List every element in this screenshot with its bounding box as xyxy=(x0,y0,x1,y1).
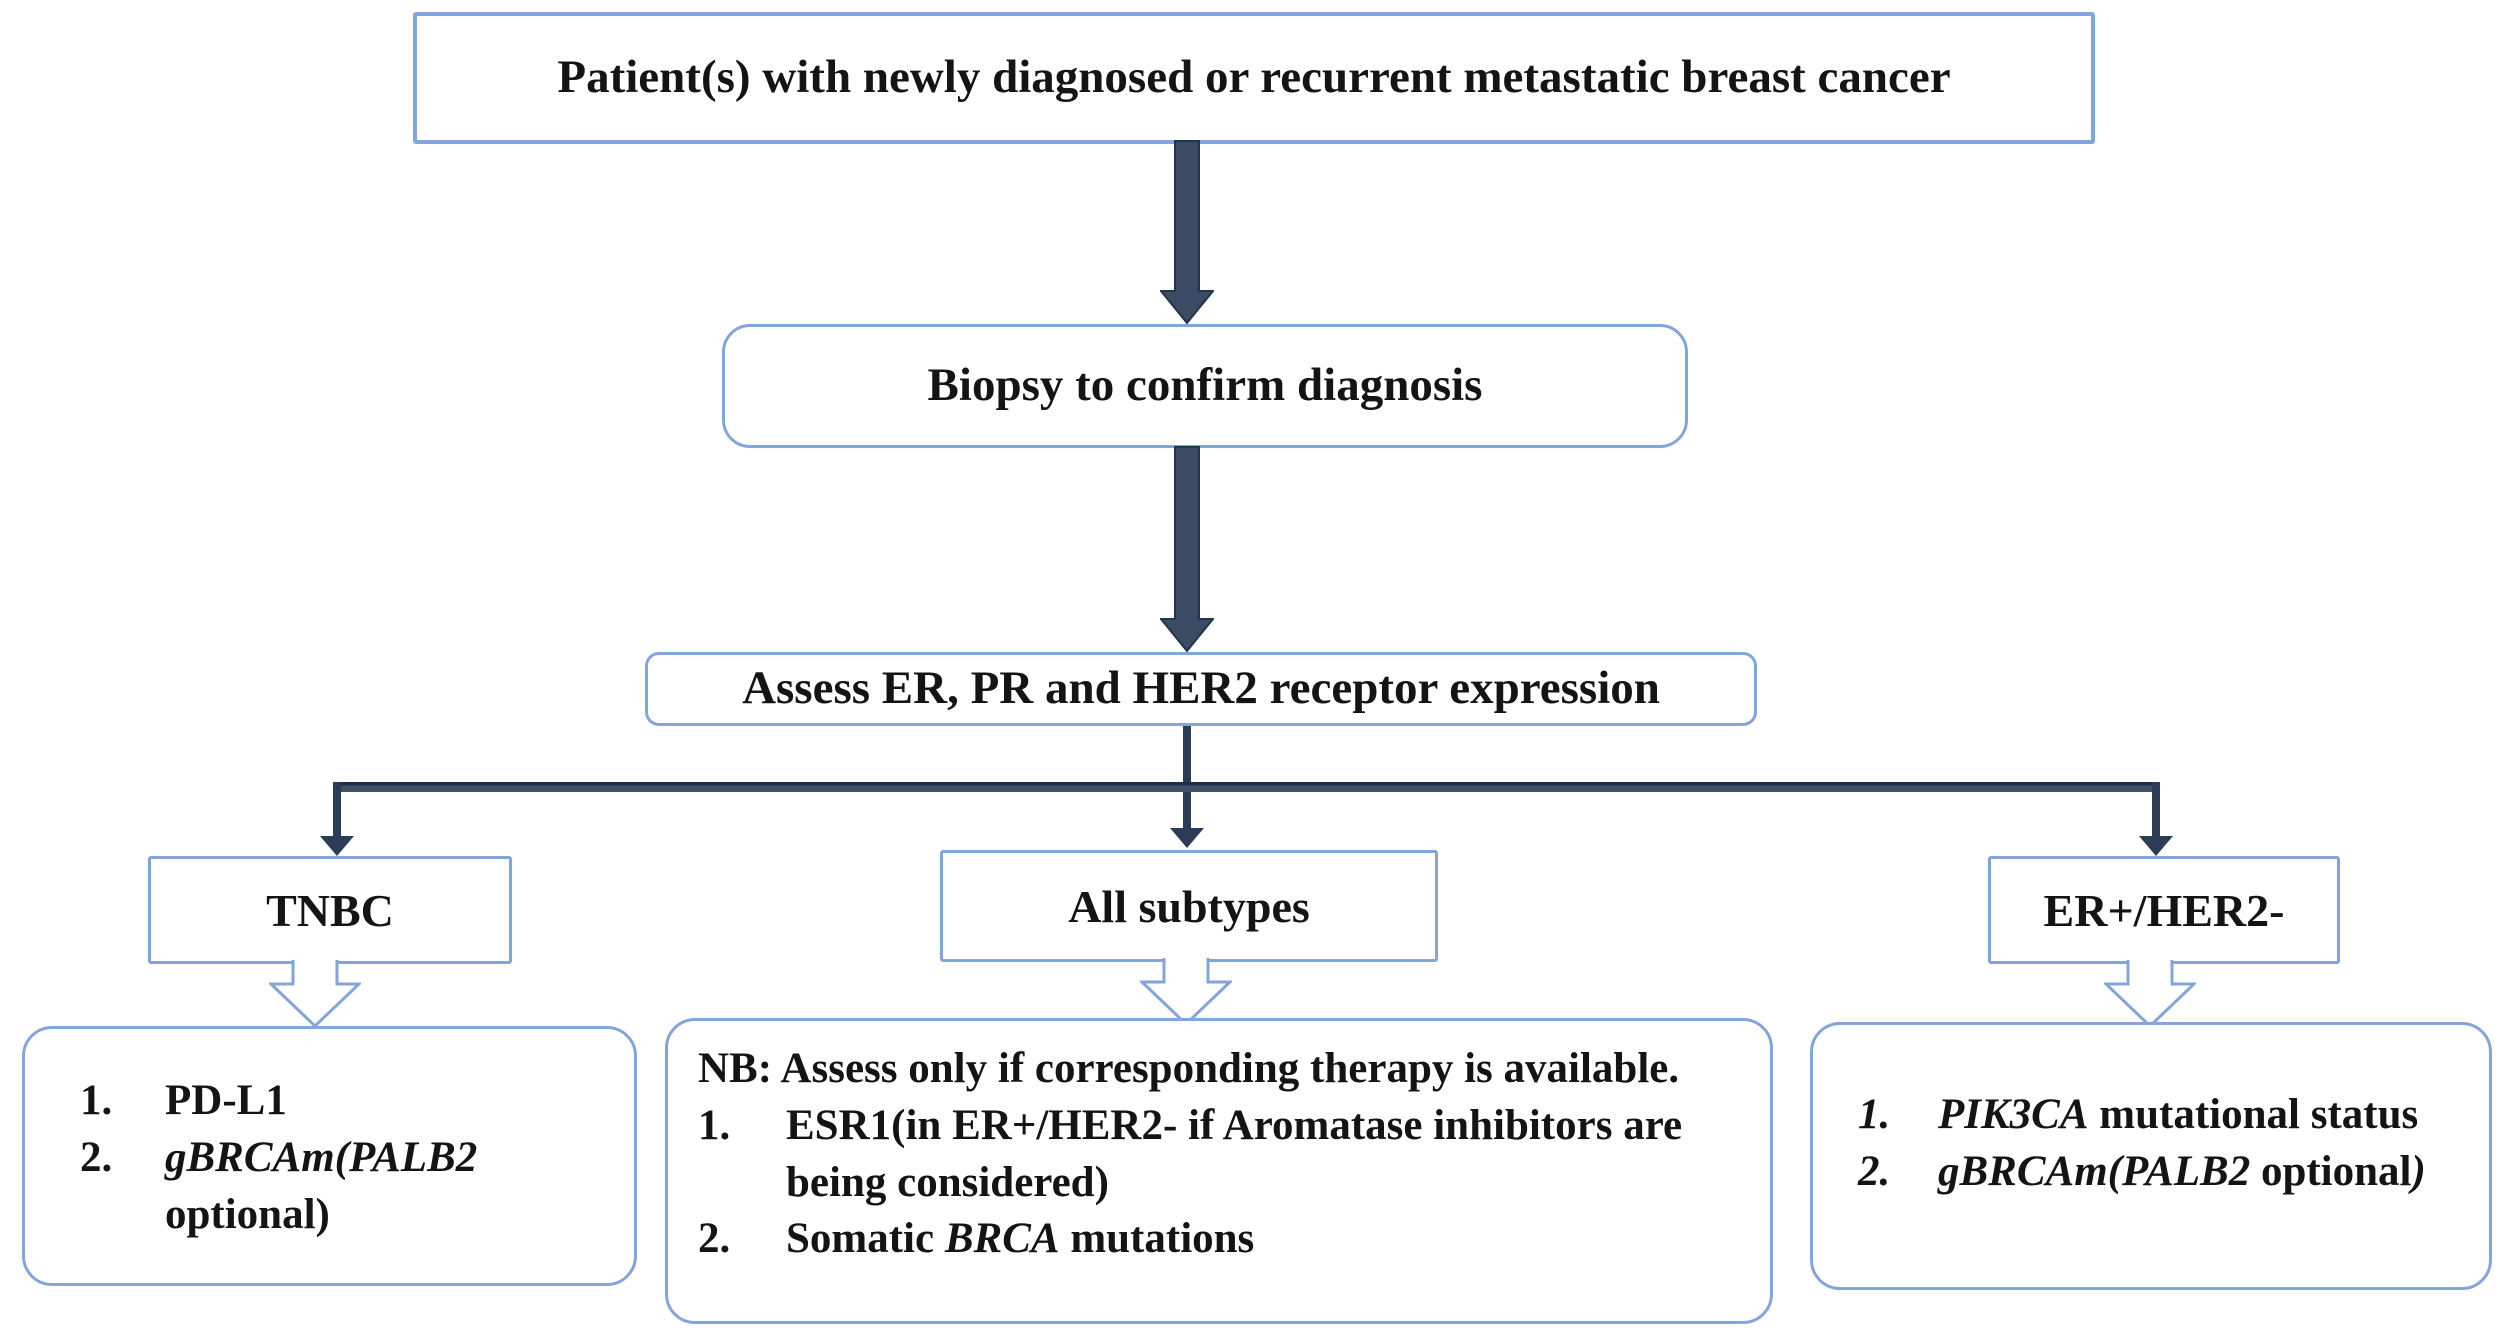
tnbc-box: TNBC xyxy=(148,856,512,964)
connector-stem-line xyxy=(1183,726,1191,782)
list-item: 2. gBRCAm(PALB2 optional) xyxy=(1858,1144,2464,1201)
branch-drop-right-line xyxy=(2152,782,2160,838)
item-number: 2. xyxy=(80,1133,113,1181)
all-subtypes-box: All subtypes xyxy=(940,850,1438,962)
item-number: 1. xyxy=(1858,1091,1891,1138)
branch-drop-center-line xyxy=(1183,792,1191,830)
list-item: 1. ESR1(in ER+/HER2- if Aromatase inhibi… xyxy=(698,1098,1740,1212)
item-number: 1. xyxy=(80,1077,113,1124)
item-text: ESR1(in ER+/HER2- if Aromatase inhibitor… xyxy=(786,1101,1683,1206)
tnbc-detail-box: 1. PD-L1 2. gBRCAm(PALB2 optional) xyxy=(22,1026,637,1286)
down-arrow-icon xyxy=(1160,140,1214,324)
list-item: 2. gBRCAm(PALB2 optional) xyxy=(80,1130,604,1244)
assess-box: Assess ER, PR and HER2 receptor expressi… xyxy=(645,652,1757,726)
item-number: 2. xyxy=(1858,1147,1891,1195)
down-arrow-icon xyxy=(1160,446,1214,652)
tnbc-box-label: TNBC xyxy=(266,884,394,936)
er-her2-box-label: ER+/HER2- xyxy=(2043,884,2285,936)
list-item: 2. Somatic BRCA mutations xyxy=(698,1211,1740,1268)
item-text: PD-L1 xyxy=(165,1077,287,1124)
list-item: 1. PD-L1 xyxy=(80,1073,604,1130)
assess-box-label: Assess ER, PR and HER2 receptor expressi… xyxy=(742,662,1660,715)
block-arrow-down-icon xyxy=(2104,960,2196,1028)
patient-box-label: Patient(s) with newly diagnosed or recur… xyxy=(557,51,1951,104)
arrowhead-down-icon xyxy=(1170,828,1204,848)
patient-box: Patient(s) with newly diagnosed or recur… xyxy=(413,12,2095,144)
er-her2-detail-box: 1. PIK3CA mutational status 2. gBRCAm(PA… xyxy=(1810,1022,2492,1290)
branch-horizontal-line xyxy=(333,782,2160,792)
item-text: gBRCAm(PALB2 optional) xyxy=(165,1133,478,1238)
block-arrow-down-icon xyxy=(1140,958,1232,1026)
note-text: NB: Assess only if corresponding therapy… xyxy=(698,1045,1680,1092)
biopsy-box-label: Biopsy to confirm diagnosis xyxy=(927,359,1483,412)
item-text: Somatic BRCA mutations xyxy=(786,1215,1255,1263)
biopsy-box: Biopsy to confirm diagnosis xyxy=(722,324,1688,448)
er-her2-box: ER+/HER2- xyxy=(1988,856,2340,964)
arrowhead-down-icon xyxy=(2139,836,2173,856)
item-number: 2. xyxy=(698,1215,731,1263)
arrowhead-down-icon xyxy=(320,836,354,856)
item-text: gBRCAm(PALB2 optional) xyxy=(1938,1147,2426,1195)
all-subtypes-box-label: All subtypes xyxy=(1068,880,1310,932)
list-item: 1. PIK3CA mutational status xyxy=(1858,1087,2464,1144)
item-text: PIK3CA mutational status xyxy=(1938,1091,2419,1138)
branch-drop-left-line xyxy=(333,782,341,838)
item-number: 1. xyxy=(698,1101,731,1149)
block-arrow-down-icon xyxy=(269,960,361,1028)
all-subtypes-detail-box: NB: Assess only if corresponding therapy… xyxy=(665,1018,1773,1324)
